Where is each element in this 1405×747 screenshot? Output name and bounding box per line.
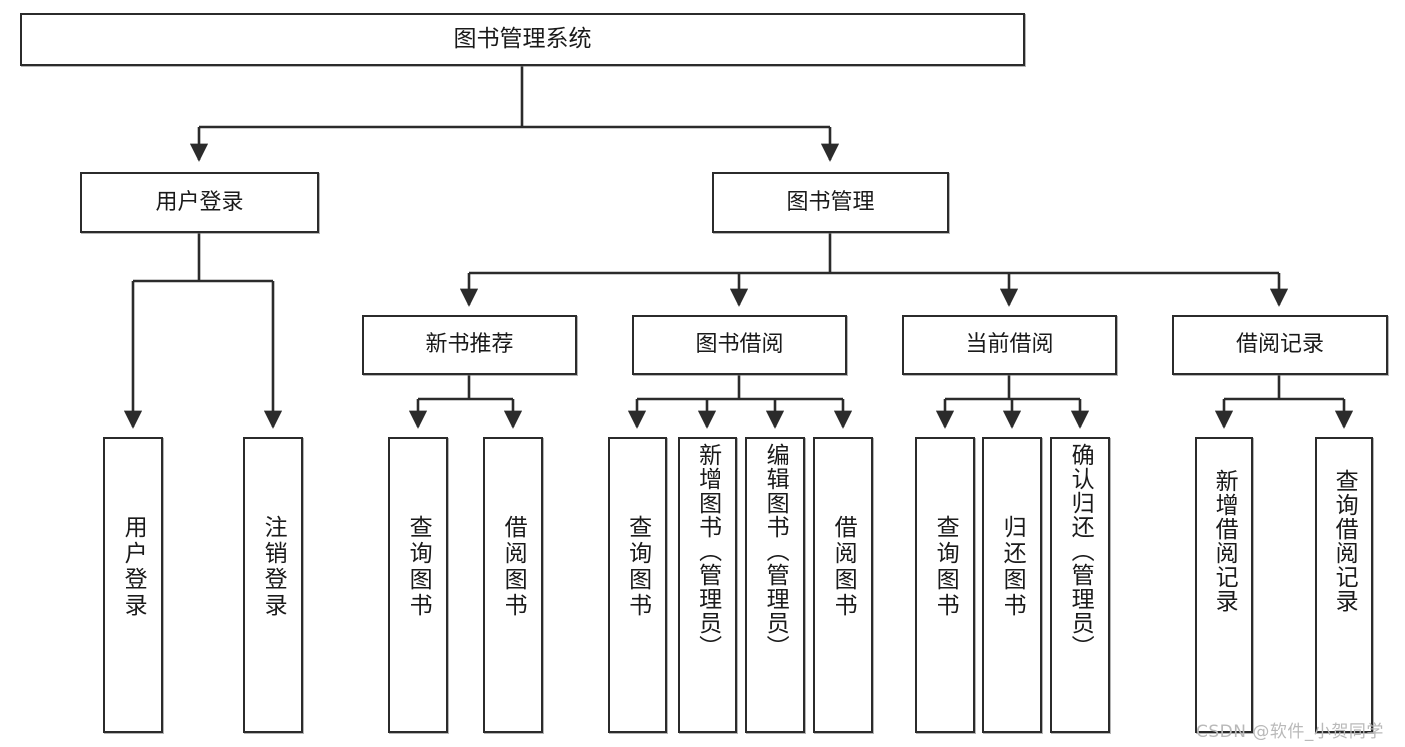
leaf-borrow-book-1[interactable]: 借阅图书 — [483, 437, 543, 733]
node-root-label: 图书管理系统 — [453, 25, 592, 52]
leaf-user-login[interactable]: 用户登录 — [103, 437, 163, 733]
leaf-borrow-book-2-label: 借阅图书 — [830, 515, 857, 619]
leaf-add-record[interactable]: 新增借阅记录 — [1195, 437, 1253, 733]
leaf-borrow-book-2[interactable]: 借阅图书 — [813, 437, 873, 733]
leaf-logout[interactable]: 注销登录 — [243, 437, 303, 733]
watermark: CSDN @软件_小贺同学 — [1196, 722, 1384, 742]
node-user-login[interactable]: 用户登录 — [80, 172, 319, 233]
node-new-book-recommend-label: 新书推荐 — [425, 332, 514, 358]
node-user-login-label: 用户登录 — [155, 189, 244, 215]
node-borrow-record-label: 借阅记录 — [1235, 332, 1324, 358]
node-new-book-recommend[interactable]: 新书推荐 — [362, 315, 577, 375]
leaf-query-book-2-label: 查询图书 — [624, 515, 651, 619]
leaf-query-book-3-label: 查询图书 — [932, 515, 959, 619]
leaf-edit-book-label: 编辑图书（管理员） — [762, 443, 789, 659]
node-book-manage[interactable]: 图书管理 — [712, 172, 949, 233]
leaf-confirm-return[interactable]: 确认归还（管理员） — [1050, 437, 1110, 733]
leaf-query-book-3[interactable]: 查询图书 — [915, 437, 975, 733]
leaf-return-book[interactable]: 归还图书 — [982, 437, 1042, 733]
leaf-borrow-book-1-label: 借阅图书 — [500, 515, 527, 619]
leaf-query-book-1[interactable]: 查询图书 — [388, 437, 448, 733]
leaf-confirm-return-label: 确认归还（管理员） — [1067, 443, 1094, 659]
node-root[interactable]: 图书管理系统 — [20, 13, 1025, 66]
leaf-query-book-1-label: 查询图书 — [405, 515, 432, 619]
node-current-borrow[interactable]: 当前借阅 — [902, 315, 1117, 375]
node-borrow-record[interactable]: 借阅记录 — [1172, 315, 1388, 375]
leaf-query-record[interactable]: 查询借阅记录 — [1315, 437, 1373, 733]
node-book-borrow[interactable]: 图书借阅 — [632, 315, 847, 375]
leaf-edit-book[interactable]: 编辑图书（管理员） — [745, 437, 805, 733]
leaf-query-book-2[interactable]: 查询图书 — [608, 437, 667, 733]
leaf-add-book[interactable]: 新增图书（管理员） — [678, 437, 737, 733]
leaf-logout-label: 注销登录 — [260, 515, 287, 619]
leaf-add-book-label: 新增图书（管理员） — [694, 443, 721, 659]
leaf-add-record-label: 新增借阅记录 — [1211, 469, 1238, 613]
node-book-manage-label: 图书管理 — [786, 189, 875, 215]
leaf-user-login-label: 用户登录 — [120, 515, 147, 619]
leaf-query-record-label: 查询借阅记录 — [1331, 469, 1358, 613]
leaf-return-book-label: 归还图书 — [999, 515, 1026, 619]
node-current-borrow-label: 当前借阅 — [965, 332, 1054, 358]
node-book-borrow-label: 图书借阅 — [695, 332, 784, 358]
